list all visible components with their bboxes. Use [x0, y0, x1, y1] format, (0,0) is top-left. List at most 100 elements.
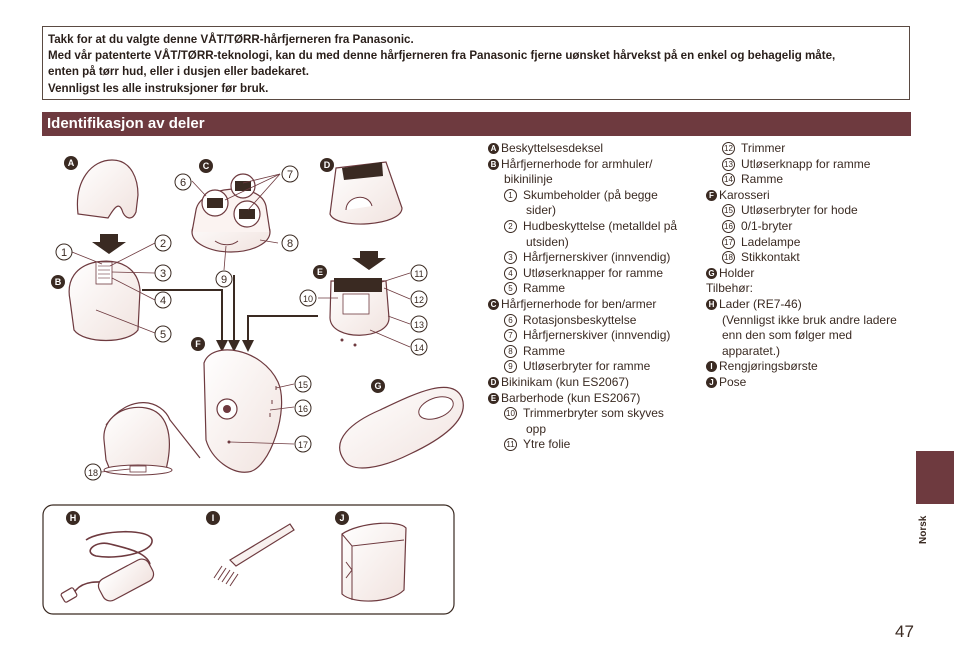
list-item: apparatet.) — [722, 343, 781, 358]
accessories-box — [42, 504, 455, 615]
letter-marker-c: C — [199, 159, 213, 173]
callout-2: 2 — [160, 238, 166, 250]
svg-text:H: H — [70, 513, 77, 523]
callout-12: 12 — [414, 295, 424, 305]
letter-marker: G — [706, 267, 717, 279]
letter-marker: E — [488, 392, 499, 404]
letter-marker-d: D — [320, 158, 334, 172]
svg-text:I: I — [212, 513, 215, 523]
charger-drawing — [60, 530, 155, 603]
callout-18: 18 — [88, 468, 98, 478]
svg-text:E: E — [317, 267, 323, 277]
letter-marker-j: J — [335, 511, 349, 525]
callout-16: 16 — [298, 404, 308, 414]
letter-marker: J — [706, 376, 717, 388]
callout-14: 14 — [414, 343, 424, 353]
socket-detail-drawing — [103, 402, 201, 476]
svg-text:C: C — [203, 161, 210, 171]
letter-marker-b: B — [51, 275, 65, 289]
letter-marker: D — [488, 376, 499, 388]
language-tab — [916, 451, 954, 504]
letter-marker-h: H — [66, 511, 80, 525]
letter-marker: B — [488, 158, 499, 170]
letter-marker-g: G — [371, 379, 385, 393]
shaver-head-drawing — [329, 278, 390, 347]
svg-text:B: B — [55, 277, 62, 287]
callout-13: 13 — [414, 320, 424, 330]
armpit-bikini-head-drawing — [68, 260, 141, 341]
pouch-drawing — [341, 522, 407, 602]
list-item: sider) — [526, 203, 557, 218]
intro-line: Vennligst les alle instruksjoner før bru… — [48, 81, 269, 95]
callout-15: 15 — [298, 380, 308, 390]
list-item: (Vennligst ikke bruk andre ladere — [722, 312, 897, 327]
section-header: Identifikasjon av deler — [42, 112, 911, 136]
callout-8: 8 — [287, 238, 293, 250]
callout-1: 1 — [61, 247, 67, 259]
main-body-drawing — [203, 349, 283, 473]
protective-cap-drawing — [76, 159, 139, 219]
callout-3: 3 — [160, 268, 166, 280]
callout-6: 6 — [180, 177, 186, 189]
callout-7: 7 — [287, 169, 293, 181]
arrow-down-icon — [242, 340, 254, 352]
callout-17: 17 — [298, 440, 308, 450]
svg-text:A: A — [68, 158, 75, 168]
letter-marker: I — [706, 361, 717, 373]
intro-line: enten på tørr hud, eller i dusjen eller … — [48, 65, 309, 79]
list-item: utsiden) — [526, 234, 569, 249]
intro-box: Takk for at du valgte denne VÅT/TØRR-hår… — [42, 26, 910, 100]
page-number: 47 — [895, 622, 914, 641]
arrow-down-icon — [228, 340, 240, 352]
arrow-down-icon — [216, 340, 228, 352]
list-item: enn den som følger med — [722, 328, 853, 343]
letter-marker: H — [706, 298, 717, 310]
callout-10: 10 — [303, 294, 313, 304]
svg-text:G: G — [374, 381, 381, 391]
list-item: bikinilinje — [504, 172, 553, 187]
intro-line: Takk for at du valgte denne VÅT/TØRR-hår… — [48, 33, 414, 46]
letter-marker: A — [488, 143, 499, 154]
svg-text:F: F — [195, 339, 201, 349]
arrow-down-icon — [92, 234, 126, 254]
holder-drawing — [339, 386, 464, 469]
callout-5: 5 — [160, 329, 166, 341]
svg-text:D: D — [324, 160, 331, 170]
leg-arm-head-drawing — [191, 173, 271, 253]
letter-marker: F — [706, 189, 717, 201]
svg-text:J: J — [339, 513, 344, 523]
callout-11: 11 — [414, 269, 423, 279]
letter-marker-a: A — [64, 156, 78, 170]
cleaning-brush-drawing — [213, 523, 295, 587]
callout-9: 9 — [221, 274, 227, 286]
bikini-comb-drawing — [329, 161, 403, 225]
letter-marker-e: E — [313, 265, 327, 279]
letter-marker-f: F — [191, 337, 205, 351]
accessories-heading: Tilbehør: — [706, 281, 753, 296]
